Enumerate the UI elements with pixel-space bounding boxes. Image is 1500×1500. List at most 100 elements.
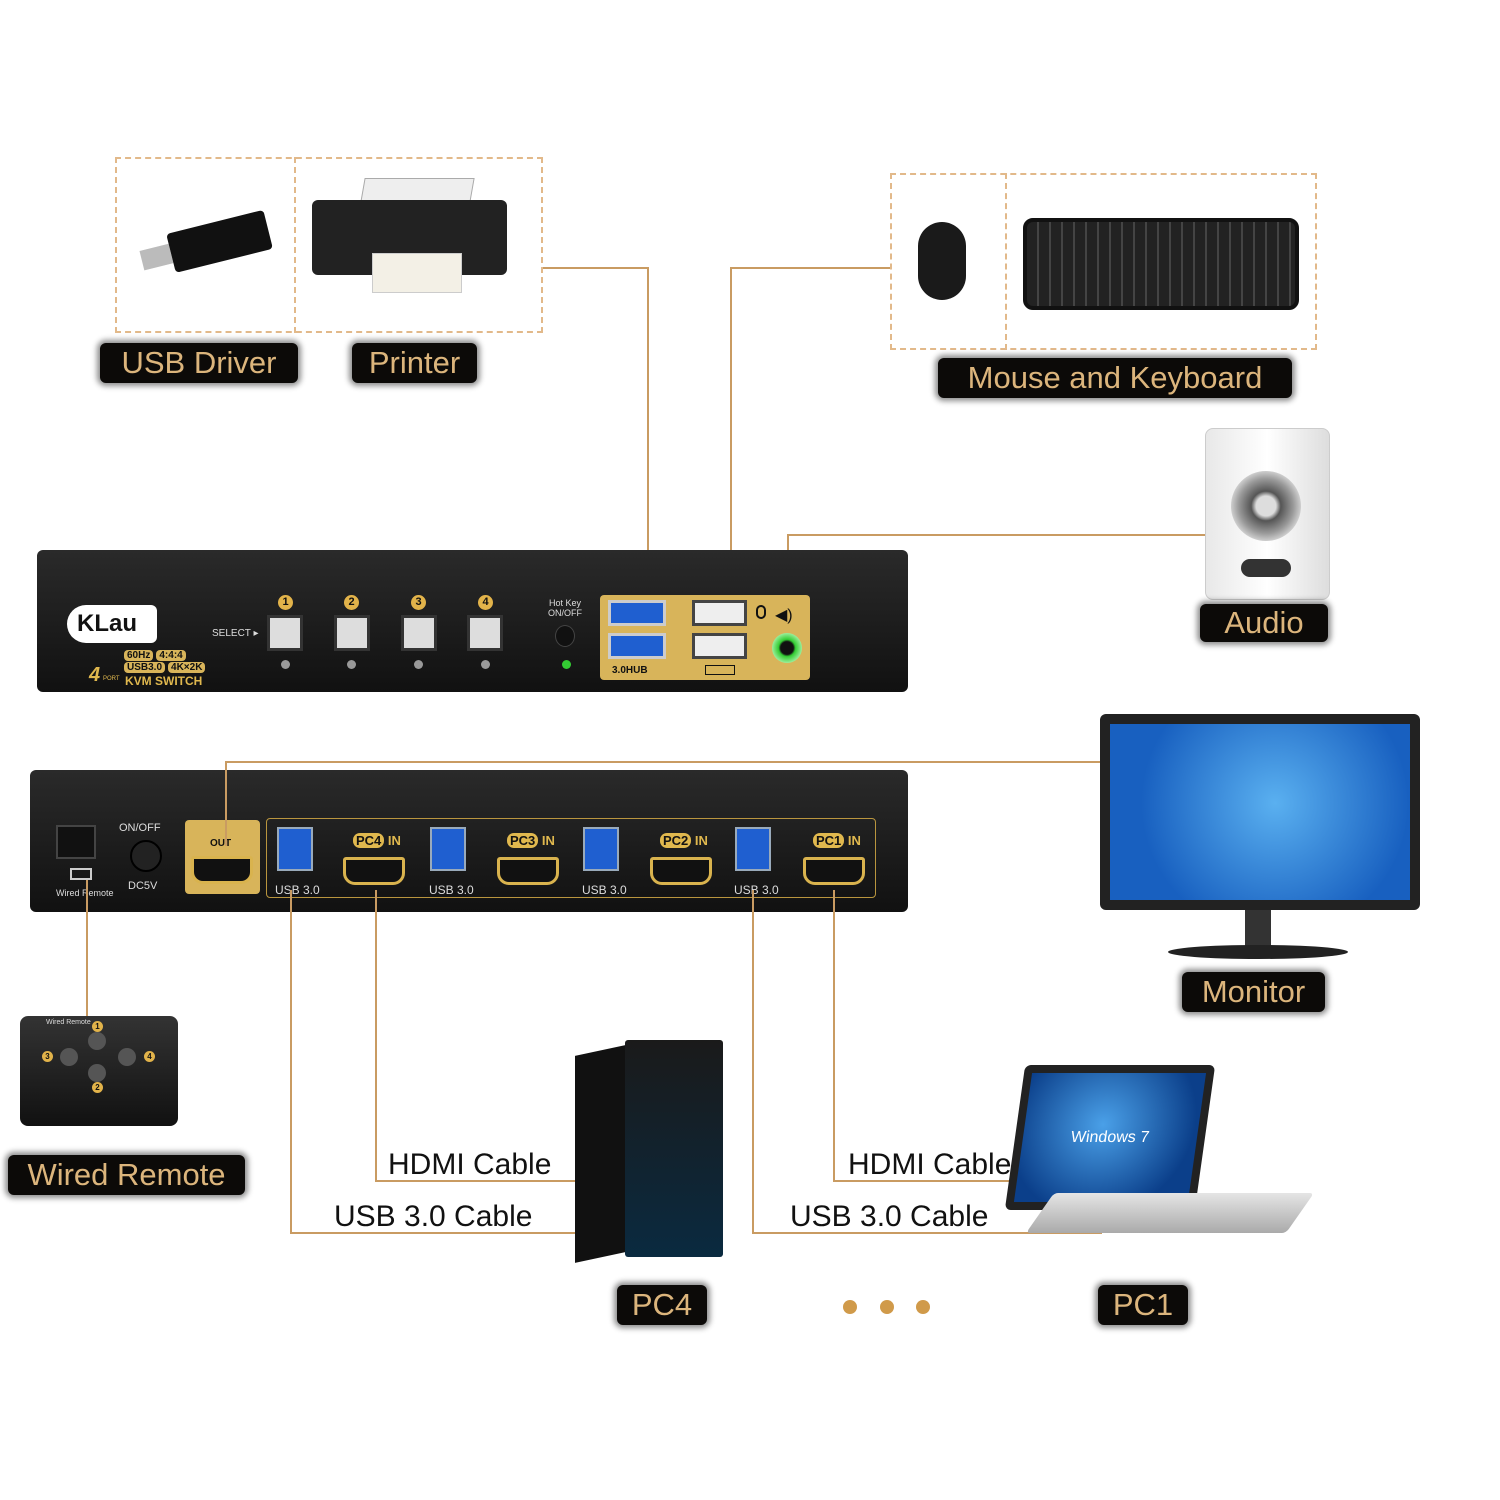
- remote-button[interactable]: [118, 1048, 136, 1066]
- badge-444: 4:4:4: [156, 650, 186, 661]
- hotkey-label: Hot Key ON/OFF: [548, 598, 582, 618]
- pc2-in-label: PC2 IN: [660, 833, 708, 848]
- model-name: KVM SWITCH: [125, 674, 203, 688]
- usb3-port: [608, 633, 666, 659]
- remote-button[interactable]: [60, 1048, 78, 1066]
- pc3-in-label: PC3 IN: [507, 833, 555, 848]
- badge-4k: 4K×2K: [168, 662, 206, 673]
- monitor-line: [225, 761, 227, 846]
- printer-line: [647, 267, 649, 607]
- pc4-usb-line: [290, 890, 292, 1234]
- hdmi-out-port: [191, 856, 253, 884]
- remote-line: [86, 880, 88, 1016]
- led-3: [414, 660, 423, 669]
- remote-button[interactable]: [88, 1064, 106, 1082]
- hotkey-led: [562, 660, 571, 669]
- select-button-1[interactable]: [267, 615, 303, 651]
- pc4-usb-cable-label: USB 3.0 Cable: [334, 1200, 533, 1233]
- remote-button[interactable]: [88, 1032, 106, 1050]
- divider: [1005, 173, 1007, 350]
- pc4-hdmi-line: [375, 890, 377, 1182]
- hub-label: 3.0HUB: [612, 665, 648, 676]
- model-number: 4: [89, 664, 101, 686]
- usb-b-port-pc1: [735, 827, 771, 871]
- label-pc4: PC4: [617, 1285, 707, 1325]
- pc1-usb-line: [752, 1232, 1102, 1234]
- laptop-image: Windows 7: [1004, 1065, 1216, 1210]
- mouse-line: [730, 267, 890, 269]
- usb2-port: [692, 633, 747, 659]
- usb-label: USB 3.0: [429, 883, 474, 897]
- remote-title: Wired Remote: [46, 1019, 91, 1026]
- monitor-line: [225, 761, 1100, 763]
- hdmi-out-panel: OUT: [185, 820, 260, 894]
- hdmi-in-pc4: [343, 857, 405, 885]
- label-pc1: PC1: [1098, 1285, 1188, 1325]
- mouse-icon: [756, 605, 766, 619]
- mouse-line: [730, 267, 732, 607]
- printer-line: [543, 267, 649, 269]
- label-mouse-keyboard: Mouse and Keyboard: [938, 358, 1292, 398]
- dc-label: DC5V: [128, 880, 158, 892]
- usb3-port: [608, 600, 666, 626]
- audio-line: [787, 534, 1205, 536]
- pc4-hdmi-line: [375, 1180, 575, 1182]
- remote-port-label: Wired Remote: [56, 888, 114, 898]
- onoff-label: ON/OFF: [119, 822, 161, 834]
- select-button-2[interactable]: [334, 615, 370, 651]
- select-button-4[interactable]: [467, 615, 503, 651]
- dc-jack: [130, 840, 162, 872]
- pc1-hdmi-line: [833, 890, 835, 1182]
- remote-key-2: 2: [92, 1082, 103, 1093]
- pc-tower-image: [575, 1035, 723, 1263]
- hdmi-in-pc3: [497, 857, 559, 885]
- pc1-usb-cable-label: USB 3.0 Cable: [790, 1200, 989, 1233]
- label-printer: Printer: [352, 343, 477, 383]
- keyboard-image: [1023, 218, 1299, 310]
- power-switch[interactable]: [56, 825, 96, 859]
- speaker-image: [1205, 428, 1330, 600]
- pc1-usb-line: [752, 890, 754, 1234]
- mouse-image: [918, 222, 966, 300]
- usb-printer-box: [115, 157, 543, 333]
- keyboard-icon: [705, 665, 735, 675]
- out-label: OUT: [210, 838, 232, 849]
- usb-label: USB 3.0: [275, 883, 320, 897]
- input-panel: PC4 IN USB 3.0 PC3 IN USB 3.0 PC2 IN USB…: [266, 818, 876, 898]
- hdmi-in-pc2: [650, 857, 712, 885]
- port-1-number: 1: [278, 595, 293, 610]
- select-button-3[interactable]: [401, 615, 437, 651]
- kvm-back-panel: ON/OFF DC5V Wired Remote OUT PC4 IN USB …: [30, 770, 908, 912]
- printer-image: [312, 178, 507, 298]
- label-wired-remote: Wired Remote: [8, 1155, 245, 1195]
- led-4: [481, 660, 490, 669]
- monitor-base: [1168, 945, 1348, 959]
- badge-usb3: USB3.0: [124, 662, 166, 673]
- port-panel: 3.0HUB ◀): [600, 595, 810, 680]
- brand-logo: KLau: [67, 605, 157, 643]
- pc1-hdmi-line: [833, 1180, 1033, 1182]
- led-2: [347, 660, 356, 669]
- usb-b-port-pc2: [583, 827, 619, 871]
- remote-key-3: 3: [42, 1051, 53, 1062]
- usb2-port: [692, 600, 747, 626]
- usb-b-port-pc4: [277, 827, 313, 871]
- divider: [294, 157, 296, 333]
- hotkey-button[interactable]: [555, 625, 575, 647]
- monitor-stand: [1245, 910, 1271, 950]
- remote-port: [70, 868, 92, 880]
- monitor-image: [1100, 714, 1420, 910]
- label-audio: Audio: [1200, 604, 1328, 642]
- usb-label: USB 3.0: [582, 883, 627, 897]
- hdmi-in-pc1: [803, 857, 865, 885]
- pc4-hdmi-cable-label: HDMI Cable: [388, 1148, 552, 1181]
- port-2-number: 2: [344, 595, 359, 610]
- usb-b-port-pc3: [430, 827, 466, 871]
- speaker-icon: ◀): [775, 607, 793, 624]
- model-port: PORT: [103, 676, 120, 682]
- remote-key-4: 4: [144, 1051, 155, 1062]
- remote-key-1: 1: [92, 1021, 103, 1032]
- usb-label: USB 3.0: [734, 883, 779, 897]
- laptop-base: [1025, 1193, 1315, 1233]
- badge-60hz: 60Hz: [124, 650, 154, 661]
